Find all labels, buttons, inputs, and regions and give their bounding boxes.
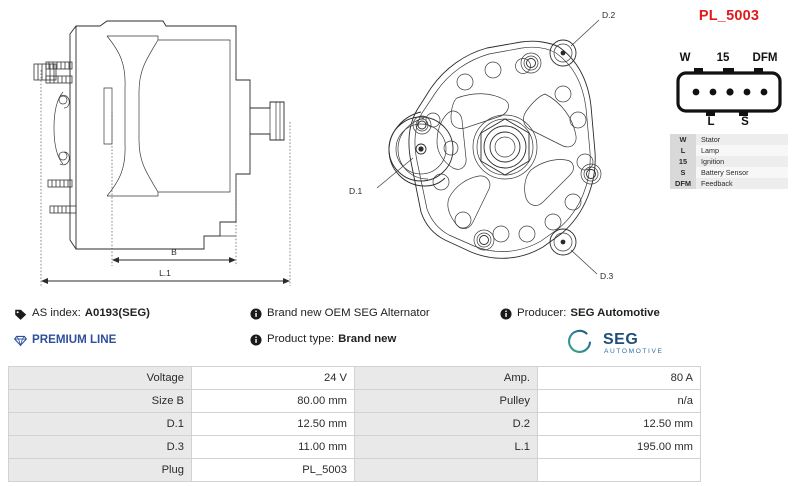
plug-legend-row: 15 Ignition bbox=[670, 156, 788, 167]
tag-icon bbox=[14, 308, 27, 321]
dimension-l1-label: L.1 bbox=[159, 268, 171, 278]
spec-value: 11.00 mm bbox=[191, 435, 355, 459]
spec-value: 24 V bbox=[191, 366, 355, 390]
spec-label: D.2 bbox=[354, 412, 538, 436]
seg-automotive-logo: SEG AUTOMOTIVE bbox=[565, 327, 665, 359]
plug-pin-label-l: L bbox=[707, 116, 715, 128]
plug-legend-table: W Stator L Lamp 15 Ignition S Battery Se… bbox=[670, 134, 788, 189]
premium-line-badge: PREMIUM LINE bbox=[13, 333, 117, 347]
brand-note-info: Brand new OEM SEG Alternator bbox=[250, 307, 430, 320]
alternator-front-view-drawing: D.2 D.1 D.3 bbox=[349, 10, 616, 281]
alternator-side-view-drawing: B L.1 bbox=[33, 20, 291, 286]
spec-label: Amp. bbox=[354, 366, 538, 390]
spec-label-empty bbox=[354, 458, 538, 482]
plug-legend-desc: Feedback bbox=[696, 178, 788, 189]
plug-pin-label-s: S bbox=[741, 116, 749, 128]
brand-note-text: Brand new OEM SEG Alternator bbox=[267, 307, 430, 319]
spec-value: 80.00 mm bbox=[191, 389, 355, 413]
plug-diagram: W 15 DFM L S bbox=[666, 30, 792, 130]
spec-value: PL_5003 bbox=[191, 458, 355, 482]
plug-legend-code: L bbox=[670, 145, 696, 156]
plug-pin-label-dfm: DFM bbox=[752, 52, 778, 64]
technical-drawings: B L.1 bbox=[33, 10, 616, 286]
spec-label: Plug bbox=[8, 458, 192, 482]
plug-legend-code: S bbox=[670, 167, 696, 178]
callout-d3-label: D.3 bbox=[600, 271, 614, 281]
plug-legend-code: DFM bbox=[670, 178, 696, 189]
as-index-value: A0193(SEG) bbox=[84, 307, 150, 319]
producer-value: SEG Automotive bbox=[570, 307, 660, 319]
seg-logo-text: SEG bbox=[603, 331, 638, 348]
dimension-l1: L.1 bbox=[41, 268, 290, 284]
plug-legend-row: W Stator bbox=[670, 134, 788, 145]
spec-value: 12.50 mm bbox=[191, 412, 355, 436]
producer-label: Producer: bbox=[517, 307, 567, 319]
plug-legend-row: L Lamp bbox=[670, 145, 788, 156]
spec-label: D.1 bbox=[8, 412, 192, 436]
callout-d1-label: D.1 bbox=[349, 186, 363, 196]
spec-value-empty bbox=[537, 458, 701, 482]
plug-legend-row: DFM Feedback bbox=[670, 178, 788, 189]
as-index-label: AS index: bbox=[32, 307, 81, 319]
as-index-info: AS index: A0193(SEG) bbox=[14, 307, 150, 321]
product-type-value: Brand new bbox=[338, 333, 397, 345]
plug-legend-desc: Ignition bbox=[696, 156, 788, 167]
specification-table: Voltage 24 V Amp. 80 A Size B 80.00 mm P… bbox=[8, 366, 701, 482]
producer-info: Producer: SEG Automotive bbox=[500, 307, 660, 320]
spec-label: D.3 bbox=[8, 435, 192, 459]
info-icon bbox=[250, 334, 262, 346]
plug-legend-desc: Lamp bbox=[696, 145, 788, 156]
callout-d1: D.1 bbox=[349, 157, 414, 196]
product-type-label: Product type: bbox=[267, 333, 335, 345]
plug-panel: PL_5003 W 15 DFM L S bbox=[666, 6, 792, 189]
plug-pin-label-w: W bbox=[679, 52, 691, 64]
info-icon bbox=[250, 308, 262, 320]
spec-value: 12.50 mm bbox=[537, 412, 701, 436]
table-row: Plug PL_5003 bbox=[8, 458, 701, 482]
callout-d3: D.3 bbox=[549, 228, 614, 281]
seg-logo-subtext: AUTOMOTIVE bbox=[604, 348, 663, 355]
callout-d2-label: D.2 bbox=[602, 10, 616, 20]
premium-line-label: PREMIUM LINE bbox=[32, 333, 117, 346]
info-bar: AS index: A0193(SEG) PREMIUM LINE Brand … bbox=[0, 300, 800, 362]
spec-value: 80 A bbox=[537, 366, 701, 390]
spec-label: L.1 bbox=[354, 435, 538, 459]
plug-legend-row: S Battery Sensor bbox=[670, 167, 788, 178]
product-type-info: Product type: Brand new bbox=[250, 333, 396, 346]
info-icon bbox=[500, 308, 512, 320]
plug-legend-desc: Battery Sensor bbox=[696, 167, 788, 178]
spec-label: Size B bbox=[8, 389, 192, 413]
table-row: D.1 12.50 mm D.2 12.50 mm bbox=[8, 412, 701, 436]
plug-title: PL_5003 bbox=[698, 8, 760, 24]
spec-label: Pulley bbox=[354, 389, 538, 413]
table-row: Voltage 24 V Amp. 80 A bbox=[8, 366, 701, 390]
diamond-icon bbox=[13, 334, 28, 347]
plug-connector-body bbox=[676, 68, 782, 116]
plug-pin-label-15: 15 bbox=[716, 52, 730, 64]
table-row: Size B 80.00 mm Pulley n/a bbox=[8, 389, 701, 413]
dimension-b-label: B bbox=[171, 247, 177, 257]
spec-value: n/a bbox=[537, 389, 701, 413]
spec-value: 195.00 mm bbox=[537, 435, 701, 459]
plug-legend-code: W bbox=[670, 134, 696, 145]
plug-legend-code: 15 bbox=[670, 156, 696, 167]
table-row: D.3 11.00 mm L.1 195.00 mm bbox=[8, 435, 701, 459]
callout-d2: D.2 bbox=[549, 10, 616, 67]
plug-legend-desc: Stator bbox=[696, 134, 788, 145]
spec-label: Voltage bbox=[8, 366, 192, 390]
dimension-b: B bbox=[112, 247, 236, 263]
